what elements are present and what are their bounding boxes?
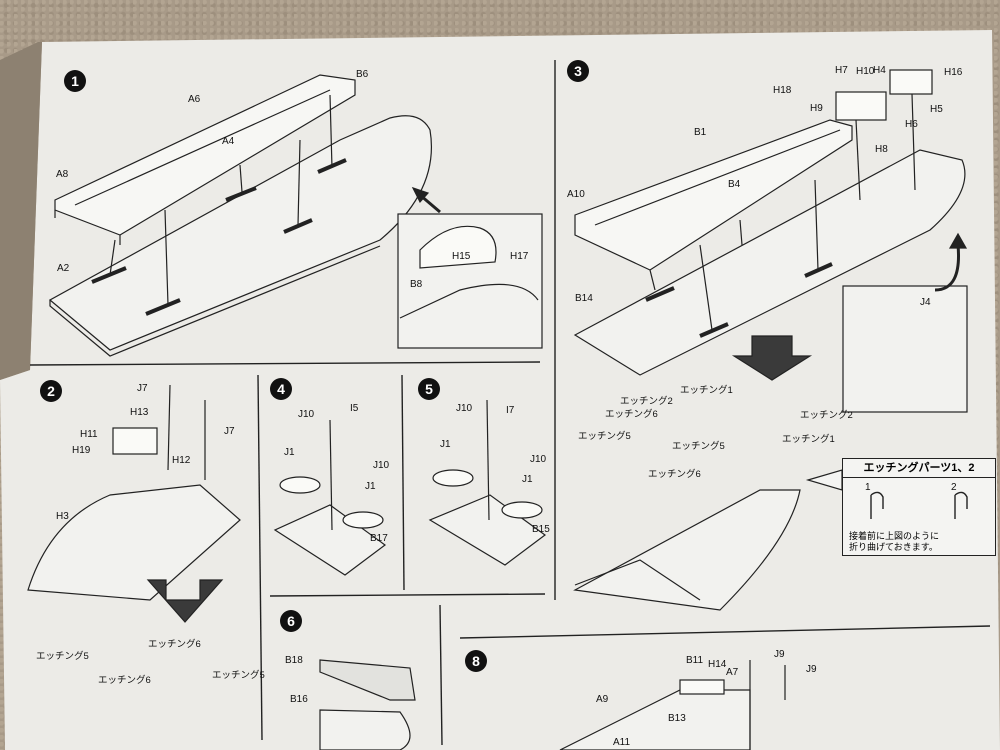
bent-part-icons	[870, 491, 968, 519]
part-label: H19	[72, 445, 91, 456]
etching-label: エッチング6	[648, 469, 701, 480]
step-number-8: 8	[465, 650, 487, 672]
step4-drawing	[273, 419, 387, 576]
callout-note-line: 接着前に上図のように	[849, 531, 940, 541]
part-label: J1	[522, 474, 533, 485]
part-label: A4	[222, 136, 235, 147]
etching-label: エッチング6	[98, 675, 151, 686]
callout-part-number: 1	[865, 482, 871, 493]
part-label: A9	[596, 694, 609, 705]
callout-title: エッチングパーツ1、2	[843, 459, 995, 478]
step-number-4: 4	[270, 378, 292, 400]
step-number-5: 5	[418, 378, 440, 400]
etching-callout-box: エッチングパーツ1、2 1 2 接着前に上図のように 折り曲げておきます。	[842, 458, 996, 556]
step5-drawing	[428, 399, 547, 566]
part-label: A6	[188, 94, 201, 105]
part-label: B16	[290, 694, 308, 705]
part-label: B18	[285, 655, 303, 666]
part-label: J7	[224, 426, 235, 437]
part-label: I7	[506, 405, 515, 416]
part-label: H7	[835, 65, 848, 76]
part-label: B11	[686, 655, 704, 666]
part-label: H17	[510, 251, 529, 262]
part-label: J1	[284, 447, 295, 458]
etching-label: エッチング2	[800, 410, 853, 421]
part-label: H6	[905, 119, 918, 130]
part-label: J10	[373, 460, 390, 471]
part-label: A7	[726, 667, 739, 678]
part-label: J10	[456, 403, 473, 414]
part-label: H8	[875, 144, 888, 155]
step1-drawing	[48, 74, 543, 357]
step-number-2: 2	[40, 380, 62, 402]
etching-label: エッチング5	[578, 431, 631, 442]
part-label: H12	[172, 455, 191, 466]
etching-label: エッチング5	[212, 670, 265, 681]
callout-note-line: 折り曲げておきます。	[849, 542, 938, 552]
part-label: H11	[80, 429, 98, 440]
etching-label: エッチング6	[605, 409, 658, 420]
part-label: B14	[575, 293, 593, 304]
step8-drawing	[559, 660, 786, 750]
part-label: H10	[856, 66, 875, 77]
part-label: B1	[694, 127, 707, 138]
part-label: J1	[365, 481, 376, 492]
part-label: H9	[810, 103, 823, 114]
part-label: H5	[930, 104, 943, 115]
part-label: H14	[708, 659, 727, 670]
part-label: J9	[806, 664, 817, 675]
part-label: B6	[356, 69, 369, 80]
panel-dividers	[29, 60, 991, 746]
part-label: J9	[774, 649, 785, 660]
etching-label: エッチング6	[148, 639, 201, 650]
step2-drawing	[27, 384, 241, 623]
part-label: A2	[57, 263, 70, 274]
step3-drawing	[573, 69, 968, 611]
part-label: H16	[944, 67, 963, 78]
etching-label: エッチング5	[36, 651, 89, 662]
part-label: H3	[56, 511, 69, 522]
callout-note: 接着前に上図のように 折り曲げておきます。	[849, 531, 939, 553]
part-label: B4	[728, 179, 741, 190]
part-label: I5	[350, 403, 359, 414]
part-label: J10	[530, 454, 547, 465]
part-label: J4	[920, 297, 931, 308]
etching-label: エッチング1	[680, 385, 733, 396]
part-label: B17	[370, 533, 388, 544]
part-label: J7	[137, 383, 148, 394]
part-label: A11	[613, 737, 631, 748]
etching-label: エッチング5	[672, 441, 725, 452]
part-label: H13	[130, 407, 149, 418]
step-number-6: 6	[280, 610, 302, 632]
etching-label: エッチング2	[620, 396, 673, 407]
part-label: B15	[532, 524, 550, 535]
callout-part-number: 2	[951, 482, 957, 493]
step6-drawing	[319, 659, 416, 750]
part-label: J1	[440, 439, 451, 450]
part-label: A10	[567, 189, 585, 200]
part-label: A8	[56, 169, 69, 180]
etching-label: エッチング1	[782, 434, 835, 445]
part-label: H4	[873, 65, 886, 76]
part-label: B13	[668, 713, 686, 724]
part-label: J10	[298, 409, 315, 420]
step-number-1: 1	[64, 70, 86, 92]
part-label: H18	[773, 85, 792, 96]
part-label: B8	[410, 279, 423, 290]
step-number-3: 3	[567, 60, 589, 82]
part-label: H15	[452, 251, 471, 262]
paper-shadow	[0, 42, 42, 380]
